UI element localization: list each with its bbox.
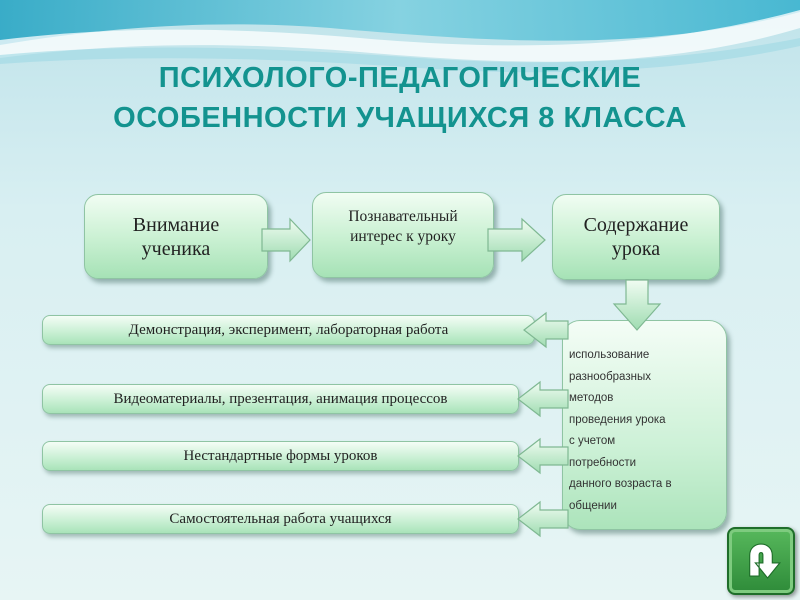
methods-description-box: использование разнообразных методов пров… [562,320,727,530]
attention-box-line-2: ученика [141,237,211,260]
method-bar-label: Демонстрация, эксперимент, лабораторная … [128,321,449,338]
page-title: ПСИХОЛОГО-ПЕДАГОГИЧЕСКИЕ ОСОБЕННОСТИ УЧА… [0,58,800,138]
back-button[interactable] [727,527,795,595]
attention-box: Внимание ученика [84,194,268,279]
method-bar-nonstandard: Нестандартные формы уроков [42,441,519,471]
description-line: данного возраста в [569,478,672,490]
method-bar-label: Самостоятельная работа учащихся [169,510,392,527]
description-line: общении [569,499,617,512]
description-line: методов [569,392,614,404]
method-bar-independent: Самостоятельная работа учащихся [42,504,519,534]
lesson-content-box-line-1: Содержание [583,214,689,236]
description-line: проведения урока [569,413,666,426]
description-line: использование [569,349,650,361]
interest-box-line-2: интерес к уроку [350,228,456,245]
interest-box: Познавательный интерес к уроку [312,192,494,278]
page-title-line-2: ОСОБЕННОСТИ УЧАЩИХСЯ 8 КЛАССА [113,102,687,134]
method-bar-demonstration: Демонстрация, эксперимент, лабораторная … [42,315,535,345]
method-bar-label: Видеоматериалы, презентация, анимация пр… [113,390,448,407]
attention-box-line-1: Внимание [132,213,220,236]
description-line: с учетом [569,435,616,447]
lesson-content-box: Содержание урока [552,194,720,280]
method-bar-video: Видеоматериалы, презентация, анимация пр… [42,384,519,414]
method-bar-label: Нестандартные формы уроков [183,447,378,464]
lesson-content-box-line-2: урока [611,238,661,260]
description-line: разнообразных [569,370,651,383]
interest-box-line-1: Познавательный [348,208,458,225]
page-title-line-1: ПСИХОЛОГО-ПЕДАГОГИЧЕСКИЕ [158,62,642,94]
return-arrow-icon [749,543,782,579]
description-line: потребности [569,456,637,469]
